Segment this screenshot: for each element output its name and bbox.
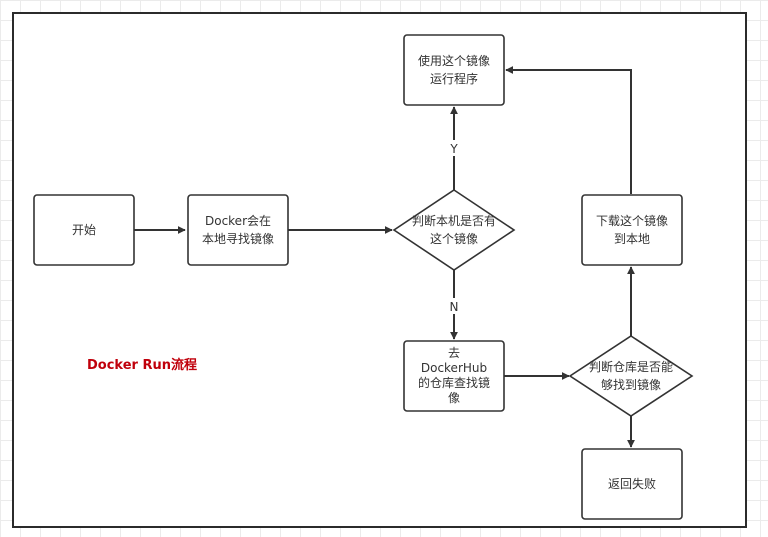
node-fail-line-1: 返回失败 (608, 476, 656, 491)
node-use-image-line-2: 运行程序 (430, 71, 478, 86)
diagram-title: Docker Run流程 (87, 357, 197, 373)
node-search-local-line-1: Docker会在 (205, 214, 271, 228)
node-go-hub-line-1: 去 (448, 346, 460, 360)
node-search-local-line-2: 本地寻找镜像 (202, 231, 274, 246)
node-start-line-1: 开始 (72, 223, 96, 237)
node-use-image-line-1: 使用这个镜像 (418, 53, 490, 68)
edge-label-no: N (450, 300, 459, 314)
node-use-image: 使用这个镜像 运行程序 (403, 34, 505, 106)
node-download: 下载这个镜像 到本地 (581, 194, 683, 266)
edge-download-to-use (505, 66, 632, 194)
node-check-local-line-2: 这个镜像 (430, 231, 478, 246)
node-check-local: 判断本机是否有 这个镜像 (392, 189, 516, 271)
node-download-line-2: 到本地 (614, 232, 650, 246)
node-search-local: Docker会在 本地寻找镜像 (187, 194, 289, 266)
node-go-hub-line-2: DockerHub (421, 361, 487, 375)
node-check-local-line-1: 判断本机是否有 (412, 213, 496, 228)
node-check-hub-line-1: 判断仓库是否能 (589, 359, 673, 374)
node-go-hub-line-4: 像 (448, 391, 460, 405)
edge-label-yes: Y (449, 142, 458, 156)
node-go-hub-line-3: 的仓库查找镜 (418, 375, 490, 390)
node-download-line-1: 下载这个镜像 (596, 213, 668, 228)
node-check-hub-line-2: 够找到镜像 (601, 377, 661, 392)
node-check-hub: 判断仓库是否能 够找到镜像 (568, 335, 694, 417)
diagram-frame (12, 12, 747, 528)
node-go-hub: 去 DockerHub 的仓库查找镜 像 (403, 340, 505, 412)
node-fail: 返回失败 (581, 448, 683, 520)
node-start: 开始 (33, 194, 135, 266)
